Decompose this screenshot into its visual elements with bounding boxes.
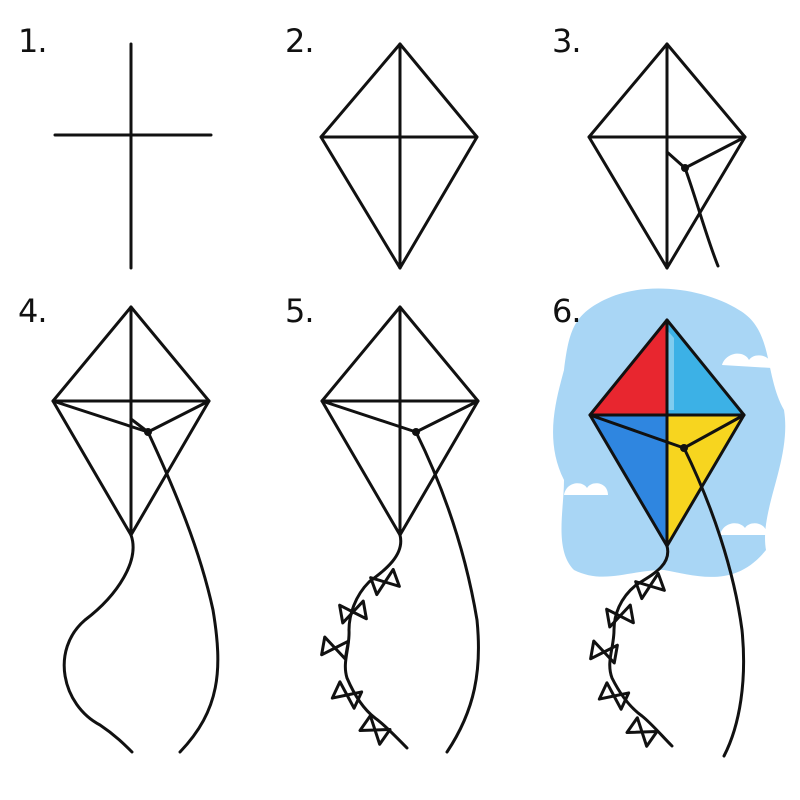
tail-bows: [320, 567, 401, 746]
kite-string: [683, 166, 720, 268]
step-1-drawing: [53, 42, 213, 270]
cloud-1: [722, 353, 772, 368]
step-5-drawing: [320, 305, 480, 754]
bow-red: [634, 571, 666, 601]
bow-1: [369, 567, 401, 597]
step-6-label: 6.: [552, 292, 582, 330]
kite-tail: [608, 544, 674, 748]
kite-tail: [62, 533, 135, 754]
step-4-label: 4.: [18, 292, 48, 330]
step-5-panel: 5.: [267, 270, 534, 754]
cloud-2: [564, 483, 608, 495]
step-3-panel: 3.: [534, 0, 800, 270]
step-1-panel: 1.: [0, 0, 267, 270]
kite-shine: [667, 330, 674, 410]
cloud-3: [720, 523, 767, 535]
step-2-drawing: [319, 42, 479, 270]
step-2-panel: 2.: [267, 0, 534, 270]
tail-bows: [589, 571, 666, 748]
kite-string: [682, 446, 746, 758]
bridle-line: [665, 135, 747, 170]
bow-4: [330, 680, 364, 710]
step-1-label: 1.: [18, 22, 48, 60]
kite-tail: [343, 533, 409, 750]
bow-green: [605, 603, 635, 629]
step-4-drawing: [51, 305, 220, 754]
bow-5: [358, 714, 392, 746]
clouds: [564, 353, 772, 535]
bow-purple: [625, 716, 659, 748]
bow-yellow: [589, 639, 619, 665]
step-6-panel: 6.: [534, 270, 800, 758]
step-4-panel: 4.: [0, 270, 267, 754]
bow-3: [320, 635, 350, 661]
step-2-label: 2.: [285, 22, 315, 60]
bow-blue: [597, 681, 631, 711]
bow-2: [338, 599, 368, 625]
step-3-label: 3.: [552, 22, 582, 60]
step-3-drawing: [587, 42, 747, 270]
step-5-label: 5.: [285, 292, 315, 330]
kite-string: [146, 430, 220, 754]
step-6-drawing: [553, 288, 786, 758]
kite-string: [414, 430, 480, 754]
